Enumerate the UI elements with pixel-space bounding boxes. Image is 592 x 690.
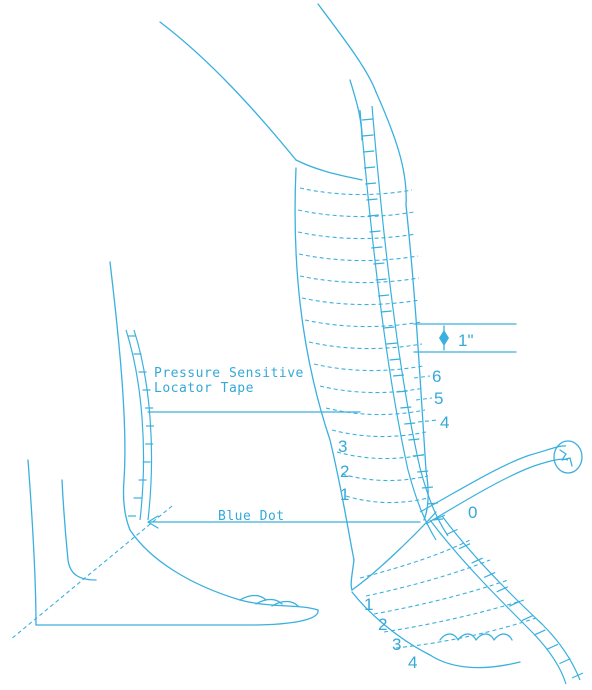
leg-mark-1: 1 — [340, 485, 349, 504]
leg-mark-5: 5 — [434, 389, 443, 408]
foot-tape-tick — [559, 659, 570, 664]
foot-mark-1: 1 — [364, 595, 373, 614]
tape-tick — [390, 359, 401, 360]
leg-mark-4: 4 — [440, 413, 449, 432]
locator-tape-label-line2: Locator Tape — [154, 381, 254, 396]
tape-tick — [386, 343, 397, 344]
foot-mark-4: 4 — [408, 653, 417, 672]
tape-tail-roll — [420, 441, 582, 524]
tape-tick — [413, 455, 424, 456]
tape-tick — [383, 327, 394, 328]
foot-tape-tick — [534, 630, 545, 635]
measuring-tape-foot — [430, 515, 583, 684]
tape-tick — [362, 119, 373, 120]
thigh-outline — [160, 4, 406, 205]
side-view-leg — [10, 262, 318, 640]
leg-mark-2: 2 — [340, 462, 349, 481]
one-inch-indicator: 1" — [414, 324, 516, 352]
foot-mark-2: 2 — [378, 615, 387, 634]
leg-mark-3: 3 — [338, 437, 347, 456]
origin-mark-0: 0 — [468, 503, 477, 522]
tape-tick — [408, 439, 419, 440]
diamond-marker-icon — [439, 330, 449, 346]
locator-tape-label-line1: Pressure Sensitive — [154, 366, 304, 381]
foot-tape-ticks — [434, 515, 583, 678]
tape-roll-icon — [554, 441, 582, 473]
leg-mark-6: 6 — [432, 367, 441, 386]
tape-tick — [363, 151, 374, 152]
one-inch-label: 1" — [458, 331, 474, 350]
tape-ticks — [362, 119, 443, 520]
tape-tick — [404, 423, 415, 424]
tape-tick — [422, 487, 433, 488]
tape-tick — [362, 135, 373, 136]
tape-tick — [400, 407, 411, 408]
leg-mark-labels: 1 2 3 4 5 6 — [338, 367, 449, 504]
tape-tick — [381, 311, 392, 312]
foot-tape-tick — [547, 644, 558, 649]
blue-dot-pointer: Blue Dot — [148, 509, 420, 528]
main-foot-outline — [351, 512, 536, 668]
foot-tape-tick — [509, 601, 520, 606]
foot-tape-tick — [522, 616, 533, 621]
foot-mark-3: 3 — [392, 635, 401, 654]
